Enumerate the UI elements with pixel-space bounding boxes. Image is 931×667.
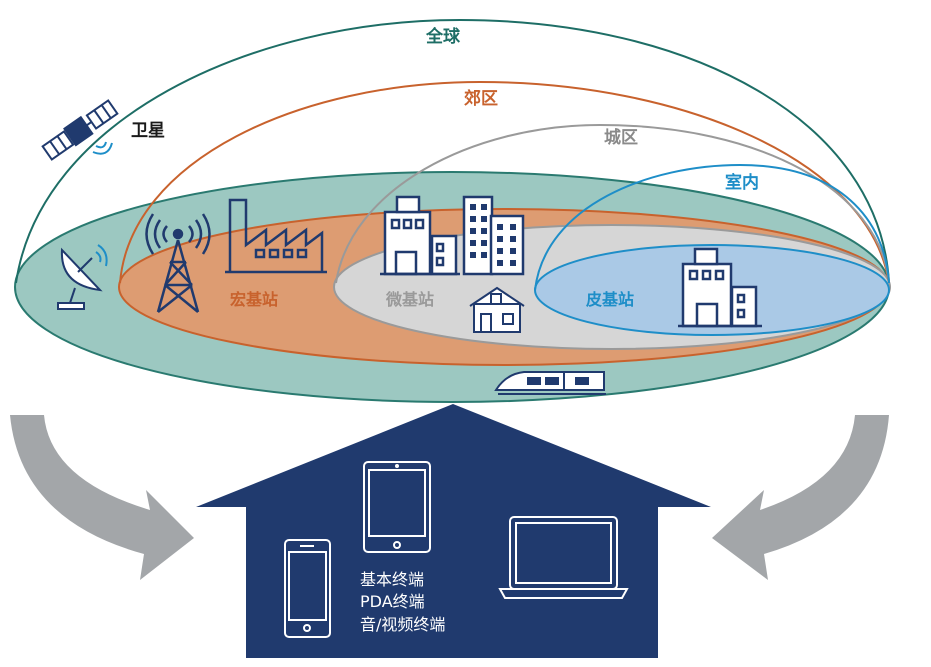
device-line-av: 音/视频终端: [360, 615, 445, 634]
laptop-icon: [498, 516, 629, 599]
smartphone-icon: [284, 539, 331, 638]
left-curved-arrow: [10, 415, 194, 580]
dish-signal-icon: [95, 244, 108, 267]
label-satellite: 卫星: [131, 121, 165, 141]
label-indoor: 室内: [725, 172, 759, 193]
pico-building-icon: [678, 247, 762, 328]
office-building-icon: [380, 195, 460, 276]
factory-icon: [225, 198, 327, 274]
device-line-basic: 基本终端: [360, 570, 424, 589]
satellite-dish-icon: [57, 247, 103, 310]
suburb-dome: [119, 80, 890, 284]
label-global: 全球: [425, 26, 461, 47]
train-icon: [494, 371, 606, 395]
label-macro-station: 宏基站: [230, 290, 278, 309]
global-dome: [15, 18, 890, 284]
tower-block-icon: [462, 195, 525, 276]
satellite-signal-icon: [92, 141, 113, 155]
label-micro-station: 微基站: [385, 290, 434, 309]
satellite-icon: [41, 99, 119, 161]
urban-dome: [335, 123, 890, 284]
indoor-dome: [534, 163, 890, 291]
house-icon: [469, 286, 525, 333]
terminal-house: [196, 404, 711, 658]
device-line-pda: PDA终端: [360, 592, 425, 611]
label-pico-station: 皮基站: [585, 290, 634, 309]
right-curved-arrow: [712, 415, 889, 580]
tablet-icon: [363, 461, 431, 553]
cell-tower-icon: [145, 213, 211, 313]
label-suburb: 郊区: [464, 88, 498, 109]
label-urban: 城区: [604, 128, 638, 148]
